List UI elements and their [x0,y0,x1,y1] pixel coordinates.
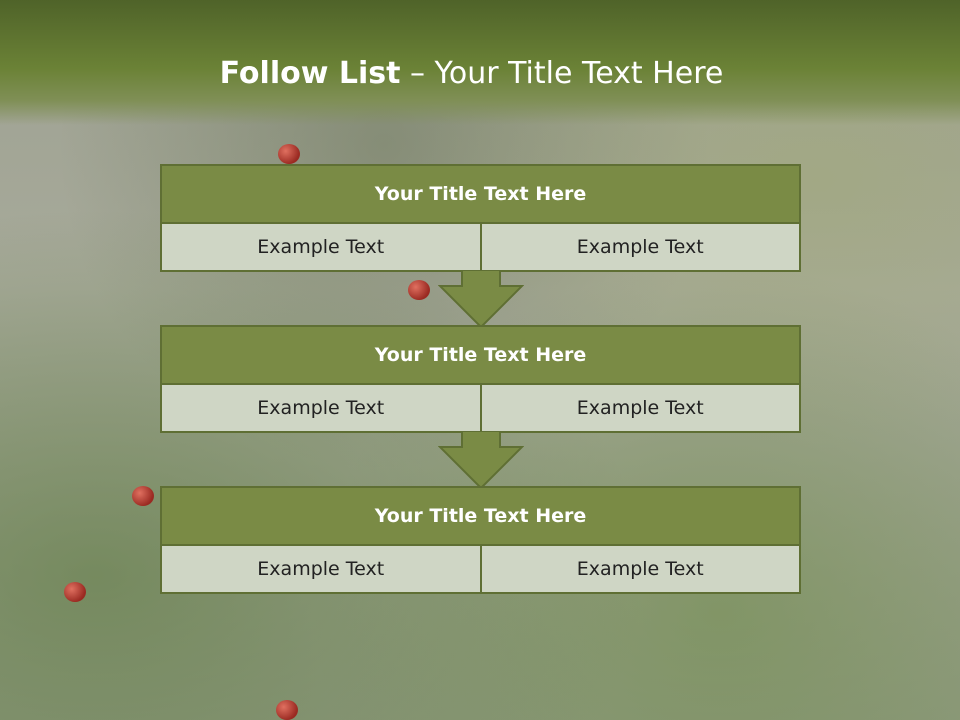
block-row: Example Text Example Text [162,383,799,431]
block-title: Your Title Text Here [162,488,799,544]
block-cell-left: Example Text [162,224,480,270]
block-row: Example Text Example Text [162,544,799,592]
list-block-2: Your Title Text Here Example Text Exampl… [160,325,801,433]
header-band [0,0,960,125]
block-cell-left: Example Text [162,385,480,431]
ladybug-decoration [64,582,86,602]
list-block-1: Your Title Text Here Example Text Exampl… [160,164,801,272]
block-cell-right: Example Text [479,546,799,592]
down-arrow-icon [438,431,524,489]
block-cell-left: Example Text [162,546,480,592]
block-row: Example Text Example Text [162,222,799,270]
ladybug-decoration [276,700,298,720]
ladybug-decoration [278,144,300,164]
block-cell-right: Example Text [479,385,799,431]
page-title-strong: Follow List [219,56,401,91]
block-cell-right: Example Text [479,224,799,270]
ladybug-decoration [132,486,154,506]
ladybug-decoration [408,280,430,300]
block-title: Your Title Text Here [162,327,799,383]
page-title: Follow List – Your Title Text Here [0,54,943,94]
block-title: Your Title Text Here [162,166,799,222]
list-block-3: Your Title Text Here Example Text Exampl… [160,486,801,594]
page-title-rest: – Your Title Text Here [400,56,724,91]
down-arrow-icon [438,270,524,328]
